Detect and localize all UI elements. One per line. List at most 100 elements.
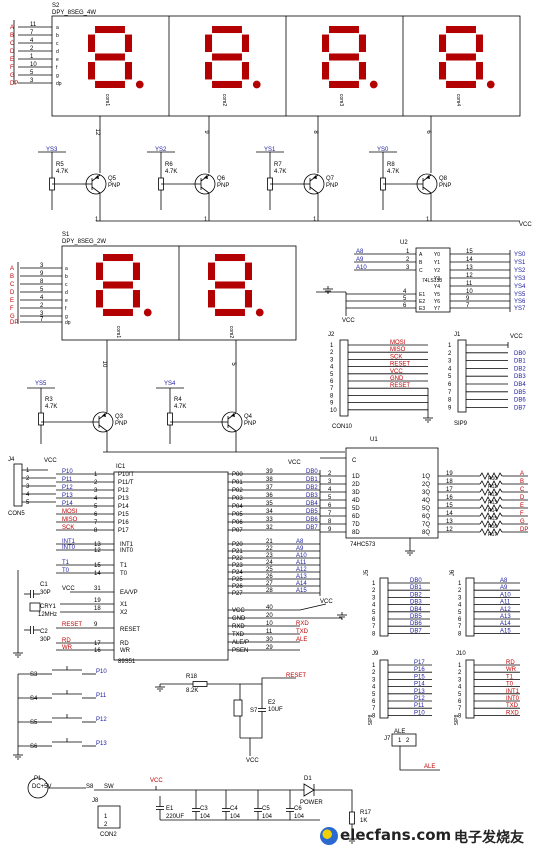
seg-g xyxy=(329,53,359,61)
j10-label: T1 xyxy=(506,674,514,680)
display-mid-seg-num: 8 xyxy=(40,279,44,285)
mcu-rdwr-num: 16 xyxy=(94,648,101,654)
display-top-seg-num: 10 xyxy=(30,62,37,68)
power-j-pin: 1 xyxy=(104,814,108,820)
mcu-left-pin: P14 xyxy=(118,504,129,510)
latch-d-pin: 8D xyxy=(352,530,360,536)
mcu-t-ext: T1 xyxy=(62,560,70,566)
mcu-left-pin: P16 xyxy=(118,520,129,526)
mcu-p2-num: 22 xyxy=(266,546,273,552)
mcu-int-num: 13 xyxy=(94,542,101,548)
j6-num: 7 xyxy=(458,624,462,630)
q-top-ref: Q5 xyxy=(108,176,117,182)
decoder-out-num: 9 xyxy=(466,296,470,302)
mcu-misc-pin: ALE/P xyxy=(232,640,249,646)
display-top-digit-2 xyxy=(205,26,261,89)
watermark-cn: 电子发烧友 xyxy=(454,830,524,846)
mcu-part: 89S51 xyxy=(118,659,136,665)
j4-vcc-label: VCC xyxy=(44,458,57,464)
mcu-ea-vcc: VCC xyxy=(62,586,75,592)
j9-body xyxy=(379,659,389,719)
j2-label: RESET xyxy=(390,383,410,389)
j2-pin-num: 6 xyxy=(330,379,334,385)
transistor-Q5 xyxy=(82,173,107,195)
j1-label: DB5 xyxy=(514,390,526,396)
decoder-en-num: 4 xyxy=(403,289,407,295)
mcu-p2-num: 28 xyxy=(266,588,273,594)
decoder-out-num: 7 xyxy=(466,303,470,309)
mcu-p0-num: 35 xyxy=(266,501,273,507)
display-mid-seg-pin: DP xyxy=(10,320,18,326)
decoder-out-num: 11 xyxy=(466,281,473,287)
j1-pin-num: 9 xyxy=(448,405,452,411)
latch-part: 74HC573 xyxy=(350,542,376,548)
display-top-ref: S2 xyxy=(52,3,60,9)
q-top-ref: Q6 xyxy=(217,176,226,182)
display-top-seg-pin: G xyxy=(10,73,15,79)
display-mid-seg-num: 9 xyxy=(40,271,44,277)
display-top-seg-num: 5 xyxy=(30,70,34,76)
decoder-out-pin: Y2 xyxy=(434,268,440,274)
display-top-seg-letter: c xyxy=(56,41,59,47)
mcu-p0-pin: P01 xyxy=(232,480,243,486)
power-vcc-label: VCC xyxy=(150,778,163,784)
decoder-out-label: YS7 xyxy=(514,306,526,312)
j9-num: 7 xyxy=(372,706,376,712)
mcu-rdwr-num: 17 xyxy=(94,641,101,647)
j1-label: DB3 xyxy=(514,374,526,380)
decoder-in-pin: B xyxy=(419,260,423,266)
q-top-pin: 1 xyxy=(204,217,208,223)
mcu-p2-num: 27 xyxy=(266,581,273,587)
j10-label: RD xyxy=(506,660,515,666)
mcu-ea-num: 31 xyxy=(94,586,101,592)
resistor-R4-body xyxy=(167,412,173,426)
q-mid-ref: Q3 xyxy=(115,414,124,420)
decoder-out-num: 14 xyxy=(466,257,473,263)
power-r-val: 1K xyxy=(360,818,367,824)
decoder-vcc-label: VCC xyxy=(342,318,355,324)
display-mid-part: DPY_8SEG_2W xyxy=(62,239,106,245)
decoder-in-label: A10 xyxy=(356,265,367,271)
j1-vcc-label: VCC xyxy=(510,334,523,340)
display-top-seg-num: 2 xyxy=(30,46,34,52)
mcu-misc-num: 30 xyxy=(266,637,273,643)
display-mid-seg-pin: C xyxy=(10,282,15,288)
transistor-Q6 xyxy=(191,173,216,195)
j6-label: A8 xyxy=(500,578,508,584)
mcu-p2-pin: P21 xyxy=(232,549,243,555)
j2-label: SCK xyxy=(390,354,402,360)
q-top-pin: 1 xyxy=(313,217,317,223)
j1-label: DB0 xyxy=(514,351,526,357)
power-j-val: CON2 xyxy=(100,832,117,838)
j10-label: TXD xyxy=(506,703,519,709)
latch-q-pin: 3Q xyxy=(422,490,430,496)
mcu-rdwr-ext: WR xyxy=(62,645,73,651)
power-led-val: POWER xyxy=(300,800,323,806)
j7-title: ALE xyxy=(394,729,405,735)
transistor-Q3-arrow xyxy=(102,413,106,417)
j7-wire xyxy=(399,746,440,771)
j10-num: 3 xyxy=(458,677,462,683)
mcu-int-ext: INT1 xyxy=(62,539,76,545)
mcu-p2-pin: P27 xyxy=(232,591,243,597)
mcu-left-pin: P10/T xyxy=(118,472,134,478)
mcu-p2-num: 21 xyxy=(266,539,273,545)
j4-pin-num: 5 xyxy=(26,500,30,506)
q-mid-type: PNP xyxy=(115,421,127,427)
watermark-logo-icon xyxy=(320,827,338,845)
j1-pin-num: 6 xyxy=(448,382,452,388)
power-cap-ref: C4 xyxy=(230,806,238,812)
display-mid-digit-2 xyxy=(208,254,264,317)
display-top-seg-pin: D xyxy=(10,49,15,55)
mcu-t-pin: T1 xyxy=(120,563,128,569)
mcu-int-pin: INT1 xyxy=(120,542,134,548)
reset-switch xyxy=(233,699,243,717)
crystal-val: 12MHz xyxy=(38,612,57,618)
mcu-misc-num: 29 xyxy=(266,645,273,651)
q-top-r-val: 4.7K xyxy=(387,169,399,175)
transistor-Q8-collector xyxy=(422,186,432,194)
seg-e xyxy=(208,290,216,308)
power-j8-body xyxy=(97,805,121,829)
j4-pin-num: 2 xyxy=(26,476,30,482)
display-top-seg-num: 11 xyxy=(30,22,37,28)
